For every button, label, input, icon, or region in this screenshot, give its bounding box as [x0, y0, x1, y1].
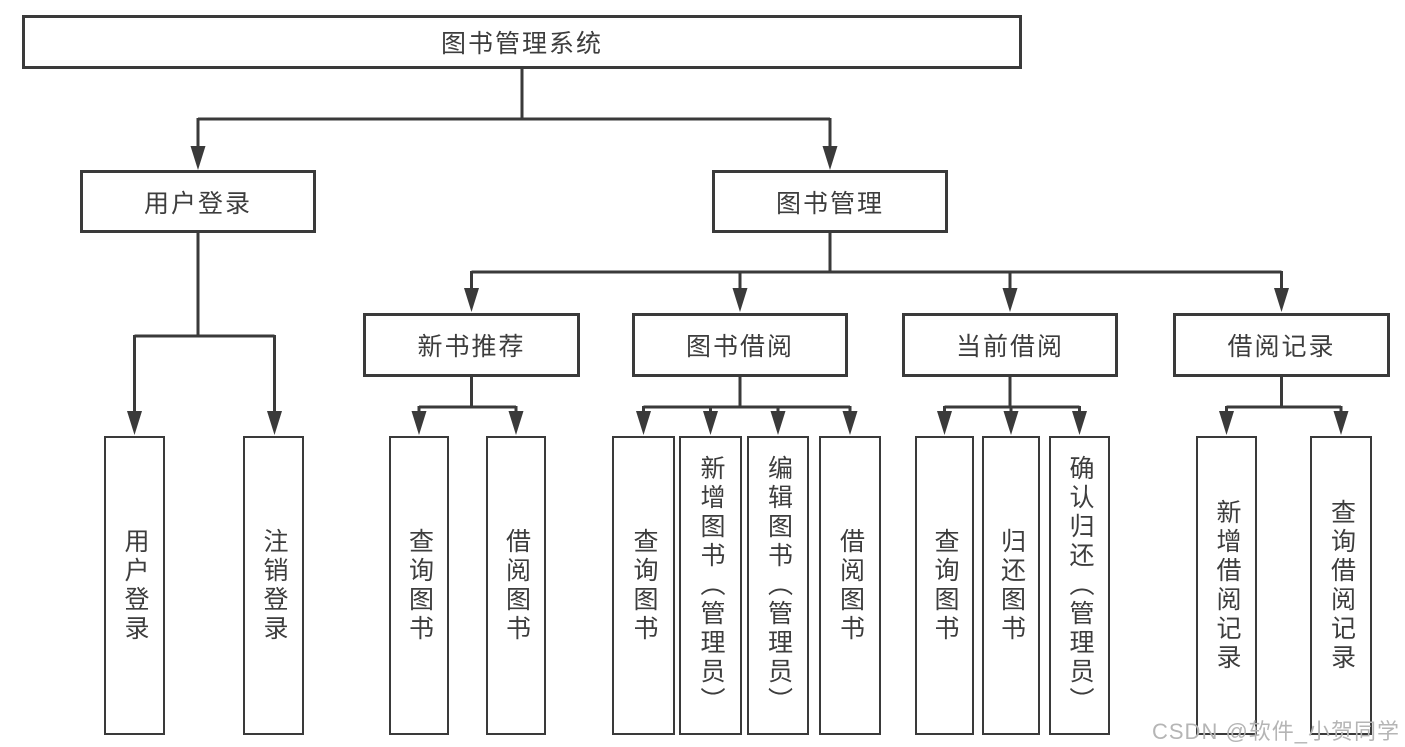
leaf-label: 查询借阅记录: [1327, 498, 1356, 673]
node-label: 图书管理: [775, 189, 884, 218]
leaf-label: 用户登录: [121, 527, 149, 644]
leaf-label: 注销登录: [260, 527, 288, 644]
connector-root: [196, 69, 832, 150]
leaf-add-books-admin: 新增图书（管理员）: [679, 436, 742, 735]
node-book-borrowing: 图书借阅: [632, 313, 848, 377]
leaf-edit-books-admin: 编辑图书（管理员）: [747, 436, 809, 735]
leaf-search-books-recommend: 查询图书: [389, 436, 449, 735]
connector-borrowing: [642, 377, 852, 414]
node-current-borrowing: 当前借阅: [902, 313, 1118, 377]
node-book-management: 图书管理: [712, 170, 948, 233]
connector-book-management: [470, 233, 1283, 291]
leaf-label: 查询图书: [405, 527, 434, 644]
leaf-search-books-borrowing: 查询图书: [612, 436, 675, 735]
leaf-return-books: 归还图书: [982, 436, 1040, 735]
leaf-borrow-books-recommend: 借阅图书: [486, 436, 546, 735]
leaf-label: 归还图书: [997, 527, 1026, 644]
connector-records: [1225, 377, 1343, 414]
leaf-label: 查询图书: [931, 527, 959, 644]
connector-user-login: [133, 233, 276, 414]
connector-new-book: [417, 377, 518, 414]
leaf-logout: 注销登录: [243, 436, 304, 735]
leaf-label: 编辑图书（管理员）: [764, 455, 793, 716]
leaf-label: 借阅图书: [502, 527, 531, 644]
leaf-label: 确认归还（管理员）: [1066, 455, 1094, 716]
leaf-label: 查询图书: [630, 527, 658, 644]
node-label: 图书管理系统: [440, 30, 603, 58]
node-user-login: 用户登录: [80, 170, 316, 233]
leaf-borrow-books-borrowing: 借阅图书: [819, 436, 881, 735]
leaf-label: 新增借阅记录: [1213, 498, 1241, 673]
node-label: 用户登录: [143, 189, 252, 218]
connector-current: [943, 377, 1081, 414]
node-borrowing-records: 借阅记录: [1173, 313, 1390, 377]
node-label: 当前借阅: [955, 333, 1064, 361]
node-label: 新书推荐: [417, 333, 526, 361]
leaf-confirm-return-admin: 确认归还（管理员）: [1049, 436, 1110, 735]
leaf-label: 新增图书（管理员）: [697, 455, 725, 716]
leaf-search-borrow-record: 查询借阅记录: [1310, 436, 1372, 735]
node-new-book-recommendation: 新书推荐: [363, 313, 580, 377]
node-label: 图书借阅: [685, 333, 794, 361]
node-library-management-system: 图书管理系统: [22, 15, 1022, 69]
leaf-add-borrow-record: 新增借阅记录: [1196, 436, 1257, 735]
leaf-user-login: 用户登录: [104, 436, 165, 735]
csdn-watermark: CSDN @软件_小贺同学: [1152, 719, 1401, 744]
node-label: 借阅记录: [1227, 333, 1336, 361]
leaf-label: 借阅图书: [836, 527, 865, 644]
leaf-search-books-current: 查询图书: [915, 436, 974, 735]
